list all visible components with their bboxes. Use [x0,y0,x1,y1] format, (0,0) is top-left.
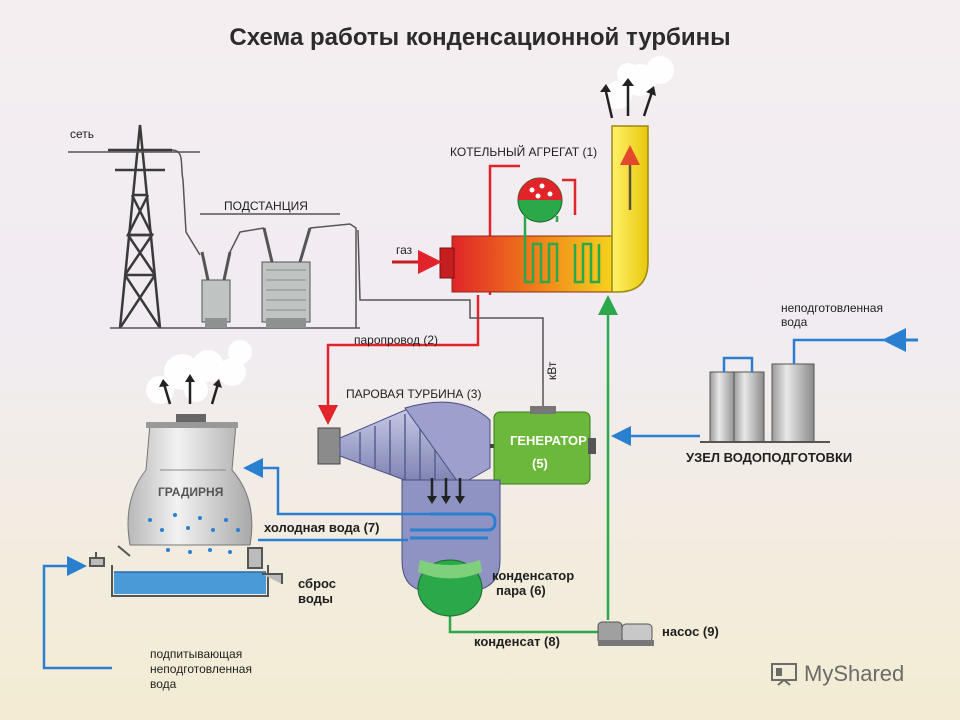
label-generator-num: (5) [532,456,548,471]
label-makeup-2: неподготовленная [150,662,252,676]
tower-to-substation-wire [171,149,201,256]
cooling-tower [127,414,253,546]
pump [597,621,654,646]
substation-wires [229,223,357,328]
label-substation: ПОДСТАНЦИЯ [224,199,308,213]
cooling-steam-arrows [162,380,220,405]
label-kw: кВт [545,361,559,380]
label-pump: насос (9) [662,624,719,639]
power-line-tower [108,124,172,329]
steam-turbine [317,401,491,486]
boiler-drum [517,177,563,223]
condenser-steam-arrows [430,478,462,498]
label-grid: сеть [70,127,94,141]
cooling-tower-steam [146,340,252,404]
presentation-board-icon [771,663,797,686]
warm-water-return [243,458,430,516]
label-condenser-2: пара (6) [496,583,546,598]
basin-valve-left [89,545,131,567]
label-makeup-1: подпитывающая [150,647,242,661]
label-turbine: ПАРОВАЯ ТУРБИНА (3) [346,387,481,401]
label-condensate: конденсат (8) [474,634,560,649]
label-generator: ГЕНЕРАТОР [510,433,587,448]
label-gas: газ [396,243,413,257]
substation-transformer-small [200,251,232,328]
boiler-riser [562,178,577,215]
makeup-water-line [42,556,112,670]
steam-pipe [328,164,520,420]
water-treatment-tanks [700,363,830,443]
label-drain-2: воды [298,591,333,606]
label-raw-water-1: неподготовленная [781,301,883,315]
label-makeup-3: вода [150,677,177,691]
watermark: MyShared [770,660,940,690]
label-cooling-tower: ГРАДИРНЯ [158,485,223,499]
generator [493,406,596,485]
label-drain-1: сброс [298,576,336,591]
cooling-basin [111,565,269,597]
basin-valve-right [247,547,283,584]
condenser-cooling-tubes [410,512,497,540]
diagram-title: Схема работы конденсационной турбины [229,24,731,51]
chimney-smoke [604,56,674,109]
raw-water-inlet [722,338,918,372]
cooling-tower-droplets [148,513,240,554]
label-steam-line: паропровод (2) [354,333,438,347]
label-raw-water-2: вода [781,315,808,329]
generator-cable [357,229,544,410]
label-boiler: КОТЕЛЬНЫЙ АГРЕГАТ (1) [450,144,597,159]
smoke-arrows [604,86,654,119]
watermark-text: MyShared [804,661,905,686]
label-cold-water: холодная вода (7) [264,520,379,535]
label-water-treatment: УЗЕЛ ВОДОПОДГОТОВКИ [686,450,852,465]
boiler-downcomer [523,216,559,222]
substation-transformer-large [261,227,312,328]
label-condenser-1: конденсатор [492,568,574,583]
condenser [401,479,501,617]
